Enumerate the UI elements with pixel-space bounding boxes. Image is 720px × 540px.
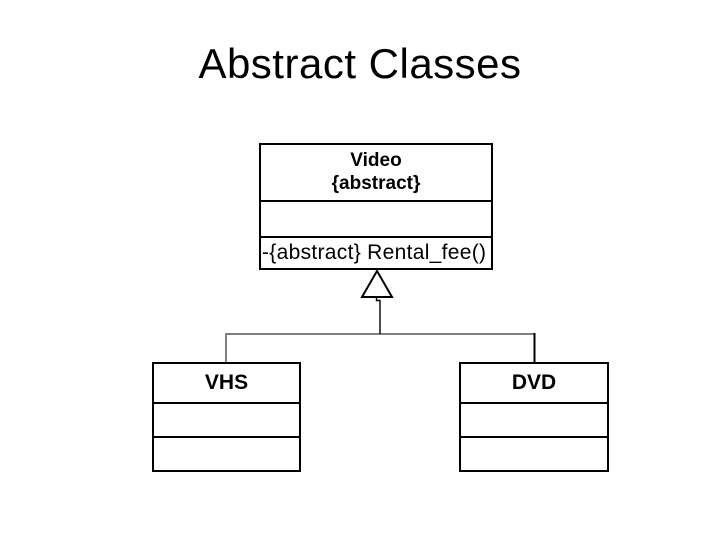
connector-line-video — [375, 297, 381, 334]
dvd-operations-section — [461, 438, 607, 470]
video-class-name: Video — [350, 150, 402, 171]
connector-line-vhs-horizontal — [225, 333, 536, 362]
slide-title: Abstract Classes — [198, 40, 522, 87]
class-box-video: Video {abstract} -{abstract} Rental_fee(… — [259, 143, 493, 270]
video-attributes-section — [261, 202, 491, 238]
dvd-attributes-section — [461, 404, 607, 438]
vhs-class-name: VHS — [154, 364, 299, 404]
vhs-attributes-section — [154, 404, 299, 438]
vhs-operations-section — [154, 438, 299, 470]
class-box-vhs: VHS — [152, 362, 301, 472]
video-operations-section: -{abstract} Rental_fee() — [262, 241, 487, 264]
video-class-stereotype: {abstract} — [331, 173, 421, 194]
video-class-header: Video {abstract} — [261, 145, 491, 202]
dvd-class-name: DVD — [461, 364, 607, 404]
class-box-dvd: DVD — [459, 362, 609, 472]
generalization-triangle-icon — [360, 268, 394, 298]
